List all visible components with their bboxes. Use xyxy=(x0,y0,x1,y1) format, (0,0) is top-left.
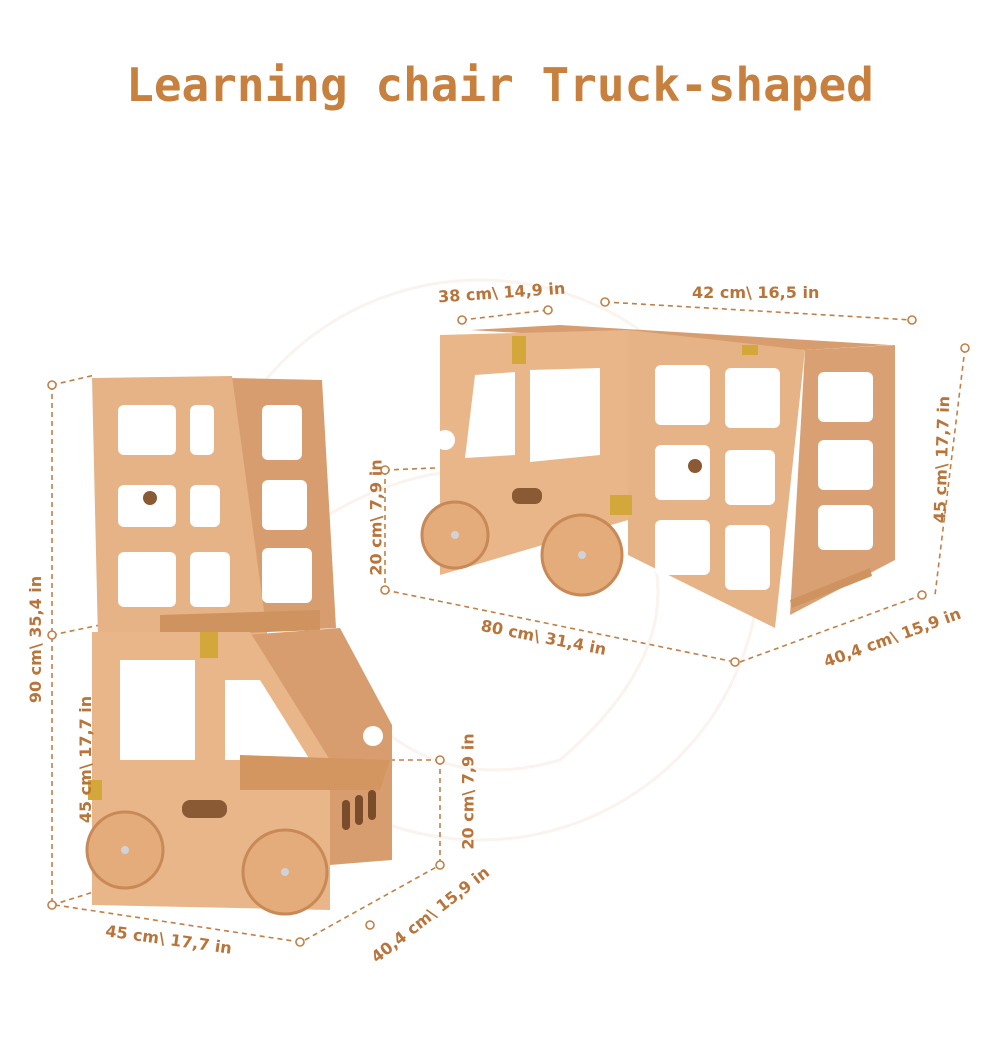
tower-total-height-label: 90 cm\ 35,4 in xyxy=(26,575,46,704)
dimension-lines xyxy=(51,301,966,943)
brass-latch-icon xyxy=(200,632,218,658)
tower-step-board xyxy=(160,610,320,636)
table-configuration-illustration xyxy=(420,325,895,628)
page-title: Learning chair Truck-shaped xyxy=(126,58,874,112)
table-top-width-label: 42 cm\ 16,5 in xyxy=(692,283,820,302)
tower-seat xyxy=(240,755,390,790)
tower-step-height-label: 20 cm\ 7,9 in xyxy=(458,733,478,850)
table-step-height-label: 20 cm\ 7,9 in xyxy=(366,459,386,576)
tower-lower-height-label: 45 cm\ 17,7 in xyxy=(76,695,96,824)
dimension-endpoints xyxy=(47,297,970,947)
tower-chair-illustration xyxy=(85,376,392,916)
